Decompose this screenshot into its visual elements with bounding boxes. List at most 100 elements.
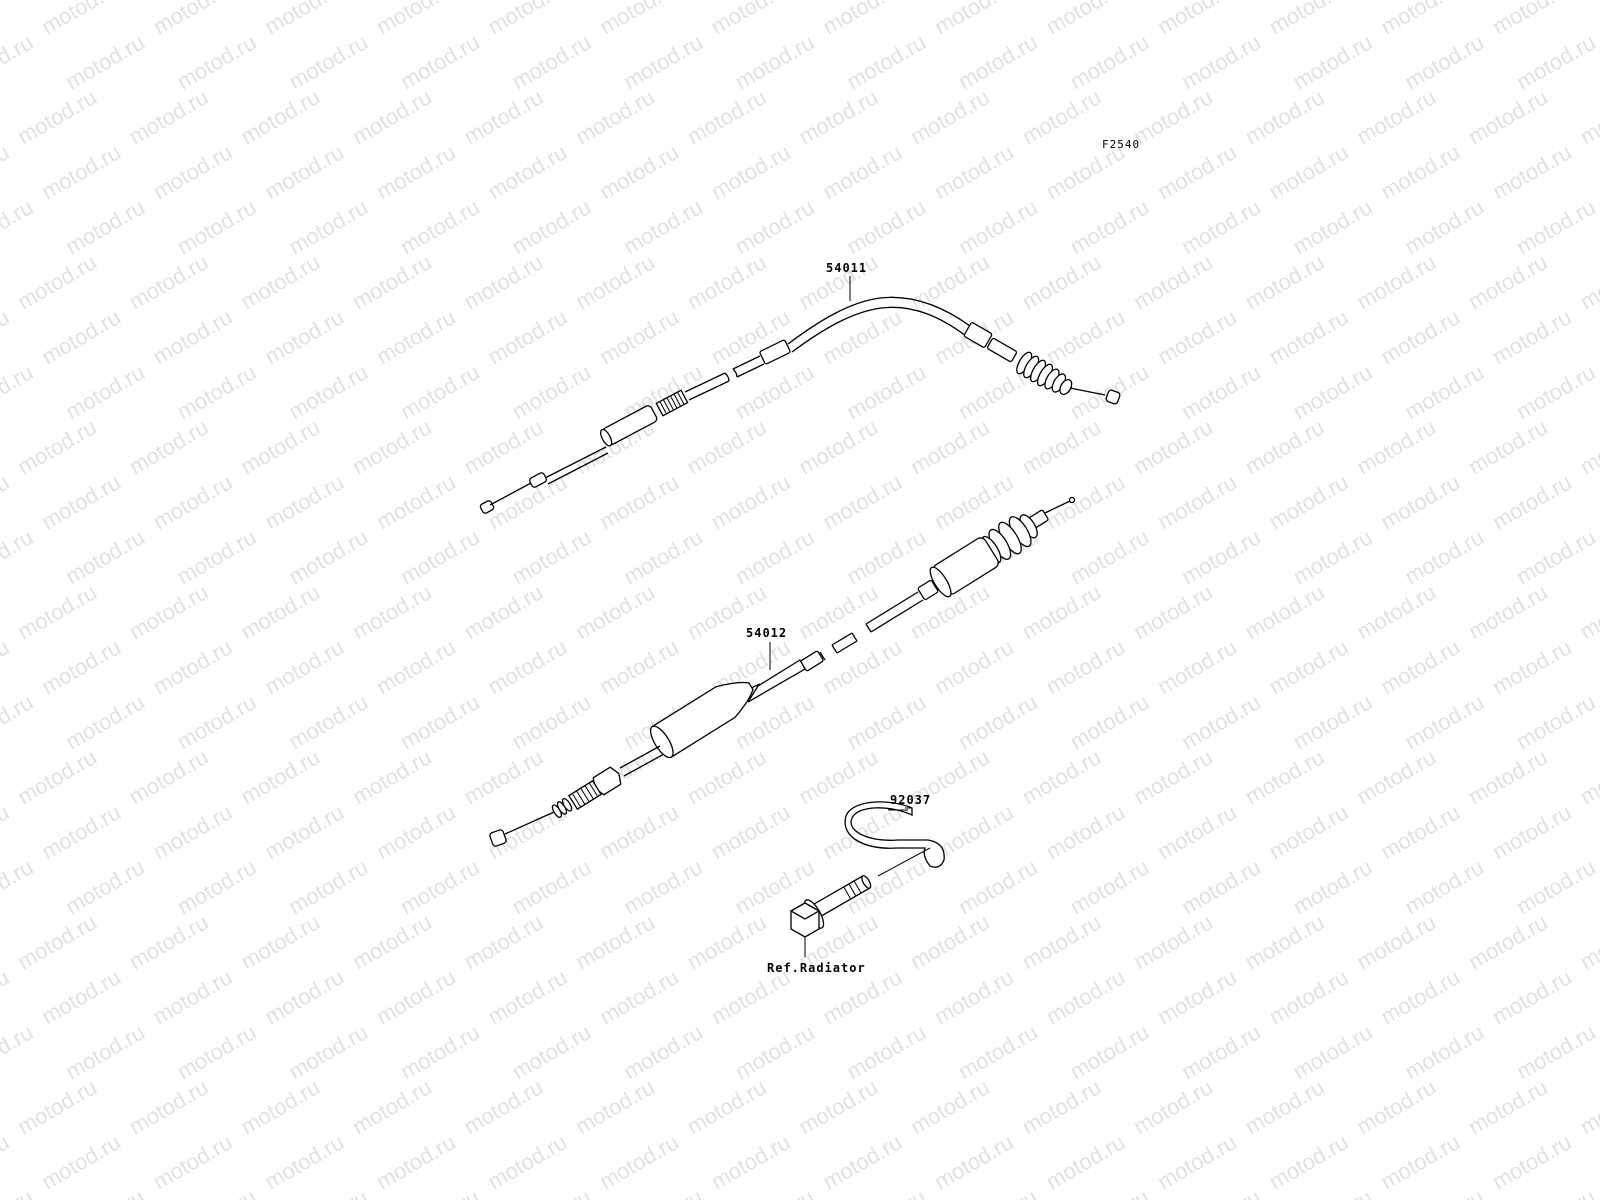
watermark-text: motod.ru xyxy=(1177,194,1265,259)
watermark-text: motod.ru xyxy=(1265,634,1353,699)
cable-54011-end-nipple-right xyxy=(1105,389,1121,405)
watermark-text: motod.ru xyxy=(906,249,994,314)
watermark-text: motod.ru xyxy=(0,194,37,259)
watermark-text: motod.ru xyxy=(1066,854,1154,919)
watermark-text: motod.ru xyxy=(683,909,771,974)
watermark-text: motod.ru xyxy=(37,0,125,39)
watermark-text: motod.ru xyxy=(149,469,237,534)
watermark-text: motod.ru xyxy=(484,139,572,204)
watermark-text: motod.ru xyxy=(595,304,683,369)
watermark-text: motod.ru xyxy=(125,84,213,149)
watermark-text: motod.ru xyxy=(954,1184,1042,1200)
watermark-text: motod.ru xyxy=(1265,964,1353,1029)
watermark-text: motod.ru xyxy=(1352,1074,1440,1139)
watermark-text: motod.ru xyxy=(1018,579,1106,644)
bolt[interactable] xyxy=(789,847,931,938)
watermark-text: motod.ru xyxy=(1129,1074,1217,1139)
watermark-text: motod.ru xyxy=(1018,249,1106,314)
watermark-text: motod.ru xyxy=(1042,964,1130,1029)
watermark-text: motod.ru xyxy=(372,304,460,369)
watermark-text: motod.ru xyxy=(1488,139,1576,204)
watermark-text: motod.ru xyxy=(0,1129,13,1194)
watermark-text: motod.ru xyxy=(125,909,213,974)
watermark-text: motod.ru xyxy=(1153,799,1241,864)
watermark-text: motod.ru xyxy=(842,689,930,754)
watermark-text: motod.ru xyxy=(1289,1019,1377,1084)
watermark-text: motod.ru xyxy=(173,524,261,589)
watermark-text: motod.ru xyxy=(61,194,149,259)
watermark-text: motod.ru xyxy=(1376,304,1464,369)
watermark-text: motod.ru xyxy=(372,799,460,864)
watermark-text: motod.ru xyxy=(1289,524,1377,589)
watermark-text: motod.ru xyxy=(1400,29,1488,94)
watermark-text: motod.ru xyxy=(1488,799,1576,864)
watermark-text: motod.ru xyxy=(460,1074,548,1139)
watermark-text: motod.ru xyxy=(1153,1129,1241,1194)
watermark-text: motod.ru xyxy=(37,964,125,1029)
watermark-text: motod.ru xyxy=(173,359,261,424)
watermark-text: motod.ru xyxy=(619,524,707,589)
watermark-text: motod.ru xyxy=(236,84,324,149)
watermark-text: motod.ru xyxy=(1289,1184,1377,1200)
watermark-text: motod.ru xyxy=(571,579,659,644)
watermark-text: motod.ru xyxy=(260,469,348,534)
watermark-text: motod.ru xyxy=(508,194,596,259)
watermark-text: motod.ru xyxy=(1018,909,1106,974)
watermark-text: motod.ru xyxy=(1576,84,1600,149)
watermark-text: motod.ru xyxy=(1289,194,1377,259)
watermark-text: motod.ru xyxy=(1129,909,1217,974)
watermark-text: motod.ru xyxy=(794,414,882,479)
watermark-text: motod.ru xyxy=(125,579,213,644)
watermark-text: motod.ru xyxy=(396,1019,484,1084)
watermark-text: motod.ru xyxy=(37,634,125,699)
watermark-text: motod.ru xyxy=(0,799,13,864)
watermark-text: motod.ru xyxy=(284,29,372,94)
watermark-text: motod.ru xyxy=(571,249,659,314)
watermark-text: motod.ru xyxy=(1241,414,1329,479)
clamp-92037[interactable] xyxy=(844,801,945,868)
watermark-text: motod.ru xyxy=(460,84,548,149)
watermark-text: motod.ru xyxy=(1400,524,1488,589)
watermark-text: motod.ru xyxy=(37,469,125,534)
watermark-text: motod.ru xyxy=(1512,854,1600,919)
watermark-text: motod.ru xyxy=(173,1184,261,1200)
watermark-text: motod.ru xyxy=(906,1074,994,1139)
watermark-text: motod.ru xyxy=(260,304,348,369)
cable-54011[interactable] xyxy=(479,276,1121,514)
watermark-text: motod.ru xyxy=(619,29,707,94)
watermark-text: motod.ru xyxy=(1289,29,1377,94)
figure-code: F2540 xyxy=(1102,138,1140,151)
watermark-text: motod.ru xyxy=(1066,1019,1154,1084)
watermark-text: motod.ru xyxy=(348,744,436,809)
watermark-text: motod.ru xyxy=(37,139,125,204)
watermark-text: motod.ru xyxy=(173,194,261,259)
watermark-text: motod.ru xyxy=(1177,524,1265,589)
watermark-text: motod.ru xyxy=(731,194,819,259)
watermark-text: motod.ru xyxy=(1177,1019,1265,1084)
watermark-text: motod.ru xyxy=(284,194,372,259)
cable-54012[interactable] xyxy=(489,496,1076,847)
watermark-text: motod.ru xyxy=(1129,414,1217,479)
watermark-text: motod.ru xyxy=(372,139,460,204)
watermark-text: motod.ru xyxy=(930,634,1018,699)
watermark-text: motod.ru xyxy=(595,469,683,534)
watermark-text: motod.ru xyxy=(1576,414,1600,479)
watermark-text: motod.ru xyxy=(1488,0,1576,39)
watermark-text: motod.ru xyxy=(707,139,795,204)
watermark-text: motod.ru xyxy=(842,524,930,589)
watermark-text: motod.ru xyxy=(794,1074,882,1139)
watermark-text: motod.ru xyxy=(460,579,548,644)
watermark-text: motod.ru xyxy=(1512,524,1600,589)
watermark-text: motod.ru xyxy=(260,964,348,1029)
watermark-text: motod.ru xyxy=(37,799,125,864)
watermark-text: motod.ru xyxy=(173,29,261,94)
watermark-text: motod.ru xyxy=(1400,359,1488,424)
watermark-text: motod.ru xyxy=(284,854,372,919)
watermark-text: motod.ru xyxy=(1129,744,1217,809)
watermark-text: motod.ru xyxy=(0,854,37,919)
watermark-text: motod.ru xyxy=(1376,139,1464,204)
watermark-text: motod.ru xyxy=(0,139,13,204)
watermark-text: motod.ru xyxy=(0,689,37,754)
watermark-text: motod.ru xyxy=(396,29,484,94)
